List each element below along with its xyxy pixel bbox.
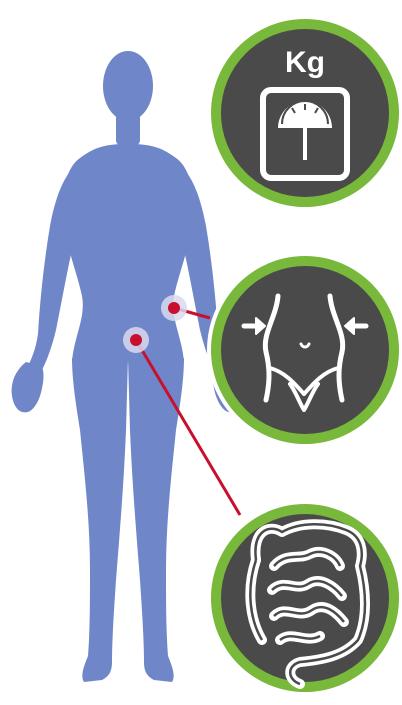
neck <box>116 112 140 146</box>
waist-badge <box>207 252 402 448</box>
intestine-badge <box>207 500 402 696</box>
weight-badge: Kg <box>207 15 402 211</box>
head <box>103 51 153 121</box>
left-leg <box>72 358 128 682</box>
left-hand <box>12 362 44 412</box>
kg-label: Kg <box>285 46 325 79</box>
marker-intestine <box>123 327 149 353</box>
marker-waist <box>161 295 187 321</box>
